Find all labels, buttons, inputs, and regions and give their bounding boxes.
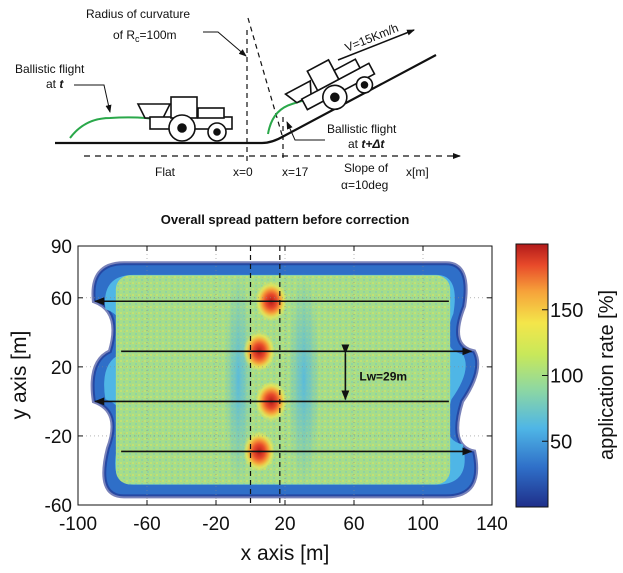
tractor-slope-icon <box>284 58 376 111</box>
low-rate-band-right <box>287 271 320 489</box>
x-tick-label: 20 <box>274 514 295 535</box>
grid <box>78 246 492 505</box>
heatmap-plot: Lw=29m <box>78 246 492 505</box>
radius-label-line1: Radius of curvature <box>86 7 190 21</box>
y-tick-label: 90 <box>51 237 72 258</box>
leader-t <box>74 84 112 113</box>
ballistic-tdt-line2: at t+Δt <box>348 137 385 151</box>
speed-arrow <box>337 29 415 61</box>
x0-label: x=0 <box>233 165 253 179</box>
colorbar-tick-label: 150 <box>550 300 583 322</box>
y-tick-label: 60 <box>51 289 72 310</box>
radius-label-line2: of Rc=100m <box>113 28 177 44</box>
y-axis-label: y axis [m] <box>8 331 31 420</box>
leader-radius <box>203 31 247 57</box>
colorbar-tick-label: 50 <box>550 431 572 453</box>
x-tick-label: -100 <box>59 514 97 535</box>
ballistic-tdt-line1: Ballistic flight <box>327 122 397 136</box>
chart-title: Overall spread pattern before correction <box>161 212 410 227</box>
x-tick-label: 60 <box>343 514 364 535</box>
x17-label: x=17 <box>282 165 309 179</box>
ballistic-t-line1: Ballistic flight <box>15 62 85 76</box>
lw-label: Lw=29m <box>359 369 407 383</box>
colorbar-tick-label: 100 <box>550 366 583 388</box>
y-tick-label: -60 <box>45 496 72 517</box>
x-tick-label: 140 <box>476 514 508 535</box>
x-tick-label: 100 <box>407 514 439 535</box>
leader-tdt <box>286 121 325 141</box>
x-tick-label: -60 <box>133 514 160 535</box>
ground-profile <box>55 54 437 145</box>
xaxis-label: x[m] <box>406 165 429 179</box>
flat-label: Flat <box>155 165 176 179</box>
colorbar-ticks: 150 100 50 <box>542 300 583 453</box>
y-tick-label: 20 <box>51 358 72 379</box>
x-axis-label: x axis [m] <box>241 542 330 565</box>
ballistic-t-line2: at t <box>46 77 64 91</box>
low-rate-band-left <box>224 271 253 489</box>
field-texture <box>115 275 451 485</box>
slope-label-line1: Slope of <box>344 161 389 175</box>
slope-label-line2: α=10deg <box>341 178 388 192</box>
speed-label: V=15Km/h <box>343 21 401 55</box>
tractor-flat-icon <box>136 96 233 142</box>
x-tick-label: -20 <box>202 514 229 535</box>
y-tick-label: -20 <box>45 427 72 448</box>
ballistic-curve-t <box>69 116 161 139</box>
radius-line <box>247 17 283 136</box>
colorbar-label: application rate [%] <box>596 290 618 460</box>
schematic: Radius of curvature of Rc=100m Ballistic… <box>15 7 461 192</box>
